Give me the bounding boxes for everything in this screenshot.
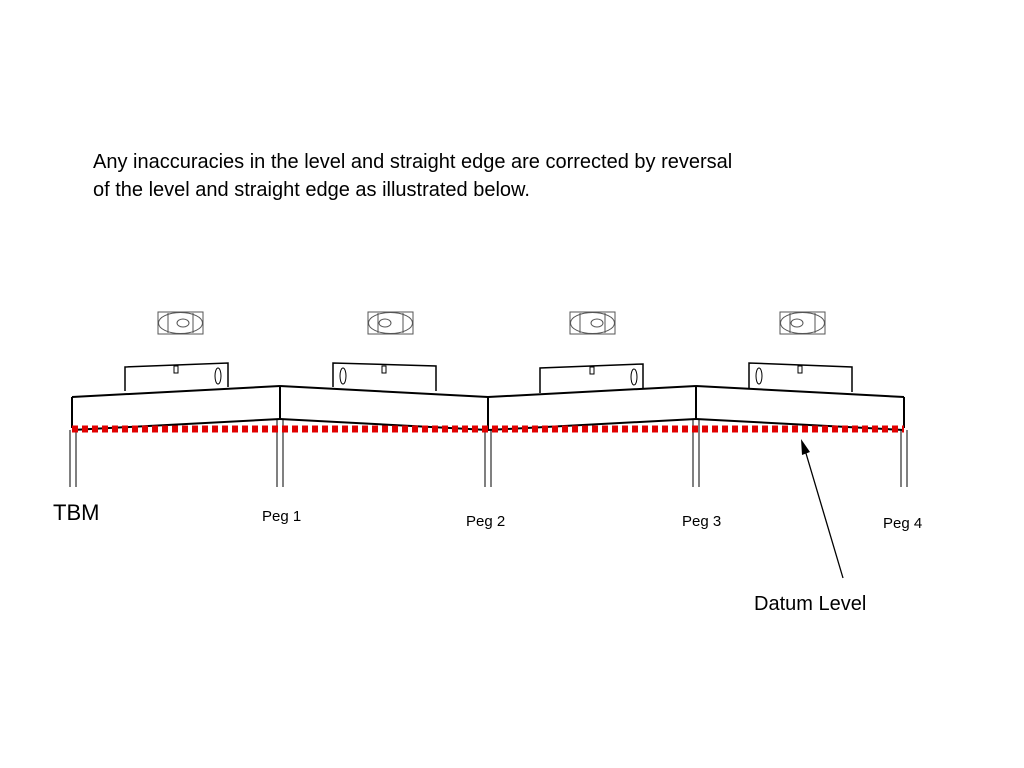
peg-4-label: Peg 4 [883, 515, 922, 532]
spirit-level-2 [332, 362, 437, 391]
peg-3-label: Peg 3 [682, 513, 721, 530]
peg-1-label: Peg 1 [262, 508, 301, 525]
caption-line-2: of the level and straight edge as illust… [93, 179, 530, 201]
peg-2-label: Peg 2 [466, 513, 505, 530]
level-view-icon-4 [779, 311, 826, 335]
tbm-post [69, 430, 77, 487]
datum-arrow [801, 439, 844, 579]
spirit-level-4 [748, 362, 853, 392]
straight-edge-2 [279, 385, 489, 431]
spirit-level-3 [539, 363, 644, 393]
peg-2-post [484, 430, 492, 487]
level-view-icon-1 [157, 311, 204, 335]
caption: Any inaccuracies in the level and straig… [93, 148, 853, 204]
level-view-icon-3 [569, 311, 616, 335]
spirit-level-1 [124, 362, 229, 391]
straight-edge-1 [71, 385, 281, 431]
level-view-icon-2 [367, 311, 414, 335]
straight-edge-4 [695, 385, 905, 431]
peg-4-post [900, 430, 908, 487]
caption-line-1: Any inaccuracies in the level and straig… [93, 151, 733, 173]
straight-edge-3 [487, 385, 697, 431]
datum-level-label: Datum Level [754, 593, 866, 615]
tbm-label: TBM [53, 500, 99, 525]
